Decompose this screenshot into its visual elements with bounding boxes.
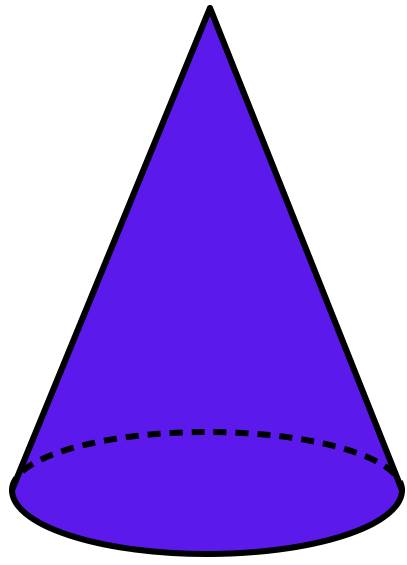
cone-lateral-surface xyxy=(12,8,402,554)
